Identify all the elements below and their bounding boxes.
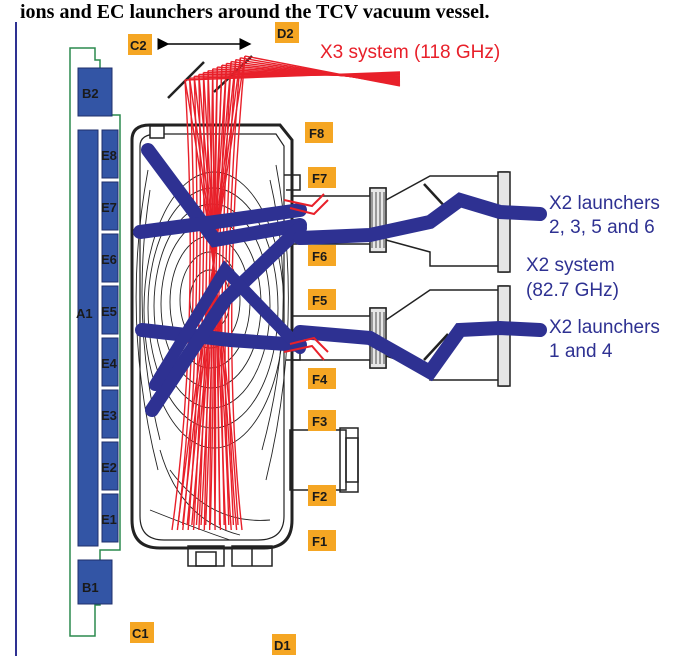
coil-label-a1: A1	[76, 306, 93, 321]
x3-reflected-ray	[191, 61, 232, 526]
coil-label-e2: E2	[101, 460, 117, 475]
coil-set	[77, 67, 119, 605]
port-label-c2: C2	[130, 38, 147, 53]
coil-e8	[101, 129, 119, 179]
port-label-f3: F3	[312, 414, 327, 429]
x3-incoming-ray	[244, 55, 401, 87]
coil-label-e6: E6	[101, 252, 117, 267]
port-box-c2	[128, 34, 152, 55]
port-box-d1	[272, 634, 296, 655]
port-label-f8: F8	[309, 126, 324, 141]
port-label-d1: D1	[274, 638, 291, 653]
x2-launchers-upper-line1: X2 launchers	[549, 193, 660, 214]
x3-reflected-ray	[227, 57, 242, 531]
coil-e7	[101, 181, 119, 231]
coil-e5	[101, 285, 119, 335]
port-label-f6: F6	[312, 249, 327, 264]
port-box-f2	[308, 485, 336, 506]
x3-system-label: X3 system (118 GHz)	[320, 42, 500, 63]
coil-label-e4: E4	[101, 356, 118, 371]
port-box-f5	[308, 289, 336, 310]
port-label-f1: F1	[312, 534, 327, 549]
x3-reflected-ray	[171, 79, 191, 531]
coil-b2	[77, 67, 113, 117]
caption: ions and EC launchers around the TCV vac…	[20, 1, 490, 23]
vacuum-vessel-outer	[130, 123, 294, 550]
coil-label-e8: E8	[101, 148, 117, 163]
coil-e6	[101, 233, 119, 283]
coil-label-e1: E1	[101, 512, 117, 527]
port-box-f8	[305, 122, 333, 143]
x3-reflected-ray	[224, 59, 237, 531]
port-label-f7: F7	[312, 171, 327, 186]
coil-label-b2: B2	[82, 86, 99, 101]
port-boxes	[128, 22, 336, 655]
coil-label-e7: E7	[101, 200, 117, 215]
port-box-f4	[308, 368, 336, 389]
port-label-f2: F2	[312, 489, 327, 504]
port-label-f5: F5	[312, 293, 327, 308]
vacuum-vessel-inner	[139, 133, 285, 541]
coil-b1	[77, 559, 113, 605]
coil-e1	[101, 493, 119, 543]
x2-launchers-lower-line1: X2 launchers	[549, 317, 660, 338]
coil-e4	[101, 337, 119, 387]
x2-beams	[133, 143, 547, 417]
port-box-d2	[275, 22, 299, 43]
coil-e3	[101, 389, 119, 439]
coil-label-e5: E5	[101, 304, 117, 319]
x2-system-line1: X2 system	[526, 255, 615, 276]
port-box-f3	[308, 410, 336, 431]
port-box-f1	[308, 530, 336, 551]
port-box-f6	[308, 245, 336, 266]
x2-launchers-upper-line2: 2, 3, 5 and 6	[549, 217, 655, 238]
vessel-bottom-ports	[187, 545, 273, 567]
x2-launchers-lower-line2: 1 and 4	[549, 341, 613, 362]
coil-a1	[77, 129, 99, 547]
port-box-c1	[130, 622, 154, 643]
coil-label-e3: E3	[101, 408, 117, 423]
coil-label-b1: B1	[82, 580, 99, 595]
port-label-f4: F4	[312, 372, 328, 387]
vessel-top-flange	[149, 125, 165, 139]
port-box-f7	[308, 167, 336, 188]
port-label-c1: C1	[132, 626, 149, 641]
launcher-tips	[283, 193, 329, 361]
coil-e2	[101, 441, 119, 491]
x3-reflected-ray	[231, 55, 246, 531]
x2-system-line2: (82.7 GHz)	[526, 280, 619, 301]
port-label-d2: D2	[277, 26, 294, 41]
